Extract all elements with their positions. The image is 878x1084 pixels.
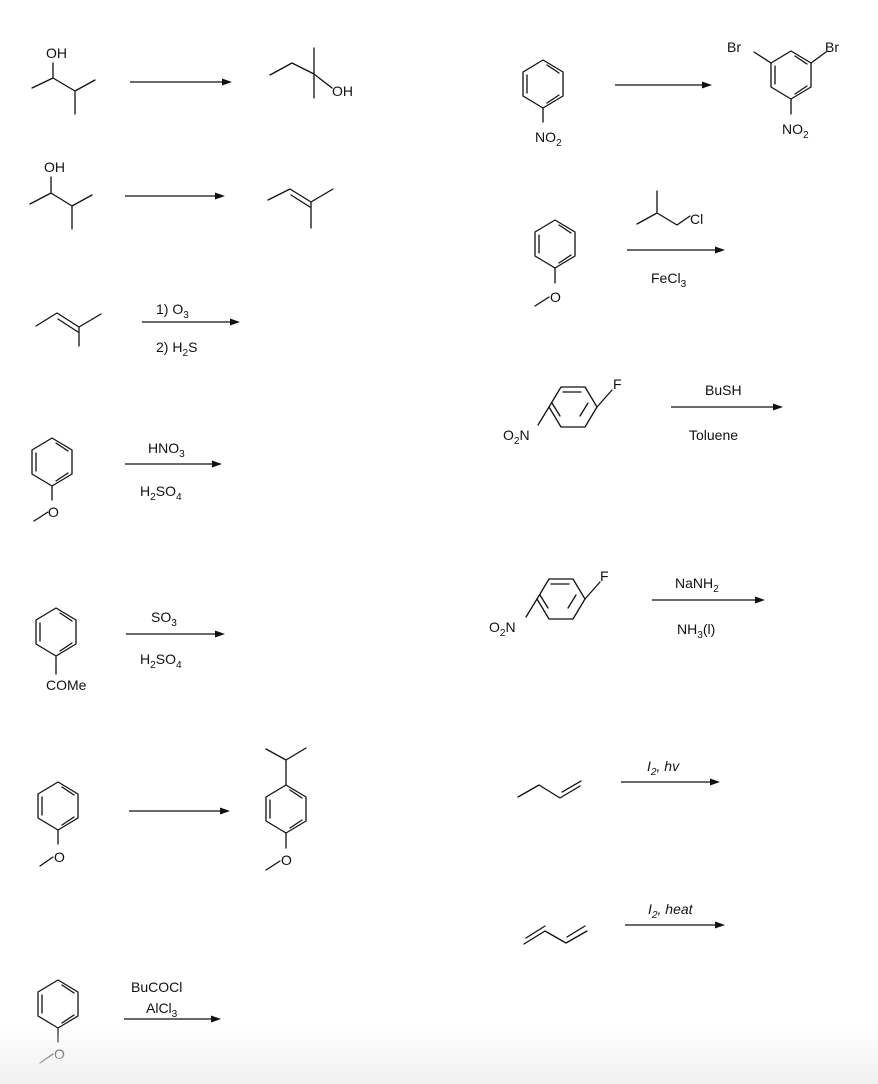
- nitro-label: NO2​: [535, 129, 562, 149]
- reactant-4-fluoronitrobenzene: F O2​N: [489, 568, 609, 639]
- reaction-arrow: [130, 78, 232, 86]
- product-dibromonitrobenzene: Br Br NO2​: [727, 39, 839, 141]
- reaction-arrow: [621, 778, 720, 786]
- condition-2: 2) H2​S: [156, 339, 197, 359]
- reaction-8: NO2​ Br Br NO2​: [522, 39, 839, 149]
- reactant-1-butene: [517, 780, 582, 799]
- reaction-arrow: [652, 596, 765, 604]
- oxygen-label: O: [48, 504, 59, 520]
- reactant-3-methyl-2-butanol: OH: [29, 159, 93, 230]
- chloro-label: Cl: [690, 211, 703, 227]
- product-2-methyl-2-butanol: OH: [269, 47, 353, 99]
- condition-1: BuSH: [705, 382, 742, 398]
- acetyl-label: COMe: [46, 677, 87, 693]
- condition-1: NaNH2​: [675, 575, 719, 595]
- reaction-arrow: [625, 921, 725, 929]
- reaction-11: F O2​N NaNH2​ NH3​(l): [489, 568, 765, 641]
- nitro-label: NO2​: [782, 121, 809, 141]
- reaction-arrow: [125, 192, 225, 200]
- reaction-arrow: [129, 807, 230, 815]
- condition-catalyst: FeCl3​: [651, 270, 687, 290]
- hydroxyl-label: OH: [46, 45, 67, 61]
- reaction-10: F O2​N BuSH Toluene: [503, 376, 783, 447]
- reaction-5: COMe SO3​ H2​SO4​: [35, 607, 225, 693]
- reactant-3-methyl-2-butanol: OH: [31, 45, 96, 115]
- reaction-12: I2​, hv: [517, 758, 720, 799]
- reaction-7: O BuCOCl AlCl3​: [37, 979, 221, 1064]
- hydroxyl-label: OH: [332, 83, 353, 99]
- oxygen-label: O: [54, 1046, 65, 1062]
- condition-1: I2​, heat: [648, 901, 694, 921]
- condition-1: I2​, hv: [647, 758, 680, 778]
- bromo-label: Br: [727, 39, 741, 55]
- condition-1: BuCOCl: [131, 979, 182, 995]
- reaction-6: O O: [37, 747, 307, 871]
- reaction-13: I2​, heat: [523, 901, 725, 945]
- oxygen-label: O: [550, 289, 561, 305]
- reaction-arrow: [142, 318, 240, 326]
- condition-2: NH3​(l): [677, 621, 715, 641]
- reaction-3: 1) O3​ 2) H2​S: [35, 301, 240, 359]
- reactant-anisole: O: [37, 781, 79, 867]
- oxygen-label: O: [281, 852, 292, 868]
- reaction-2: OH: [29, 159, 334, 230]
- reaction-arrow: [627, 246, 725, 254]
- condition-2: H2​SO4​: [140, 483, 182, 503]
- reaction-arrow: [671, 403, 783, 411]
- reaction-arrow: [126, 630, 225, 638]
- condition-2: Toluene: [689, 427, 738, 443]
- oxygen-label: O: [54, 849, 65, 865]
- hydroxyl-label: OH: [44, 159, 65, 175]
- nitro-label: O2​N: [489, 619, 516, 639]
- nitro-label: O2​N: [503, 427, 530, 447]
- reaction-arrow: [124, 1015, 221, 1023]
- reactant-2-methyl-2-butene: [35, 312, 102, 347]
- condition-1: HNO3​: [148, 440, 185, 460]
- fluoro-label: F: [600, 568, 609, 584]
- condition-1: SO3​: [151, 609, 177, 629]
- bromo-label: Br: [825, 39, 839, 55]
- condition-1: 1) O3​: [156, 301, 189, 321]
- product-2-methyl-2-butene: [267, 188, 334, 229]
- reactant-anisole: O: [31, 437, 73, 522]
- fluoro-label: F: [613, 376, 622, 392]
- condition-2: H2​SO4​: [140, 651, 182, 671]
- reaction-arrow: [615, 81, 712, 89]
- condition-2: AlCl3​: [146, 1000, 178, 1020]
- reaction-4: O HNO3​ H2​SO4​: [31, 437, 222, 522]
- reactant-1-3-butadiene: [523, 925, 588, 945]
- reactant-anisole: O: [37, 979, 79, 1064]
- reaction-9: O Cl FeCl3​: [534, 190, 725, 307]
- reactant-anisole: O: [534, 219, 576, 307]
- reagent-isobutyl-chloride: Cl: [636, 190, 703, 227]
- reactant-4-fluoronitrobenzene: F O2​N: [503, 376, 622, 447]
- product-4-isopropylanisole: O: [265, 747, 307, 871]
- reactant-nitrobenzene: NO2​: [522, 59, 564, 149]
- reaction-arrow: [125, 460, 222, 468]
- reactant-acetophenone: COMe: [35, 607, 87, 693]
- reaction-1: OH OH: [31, 45, 353, 115]
